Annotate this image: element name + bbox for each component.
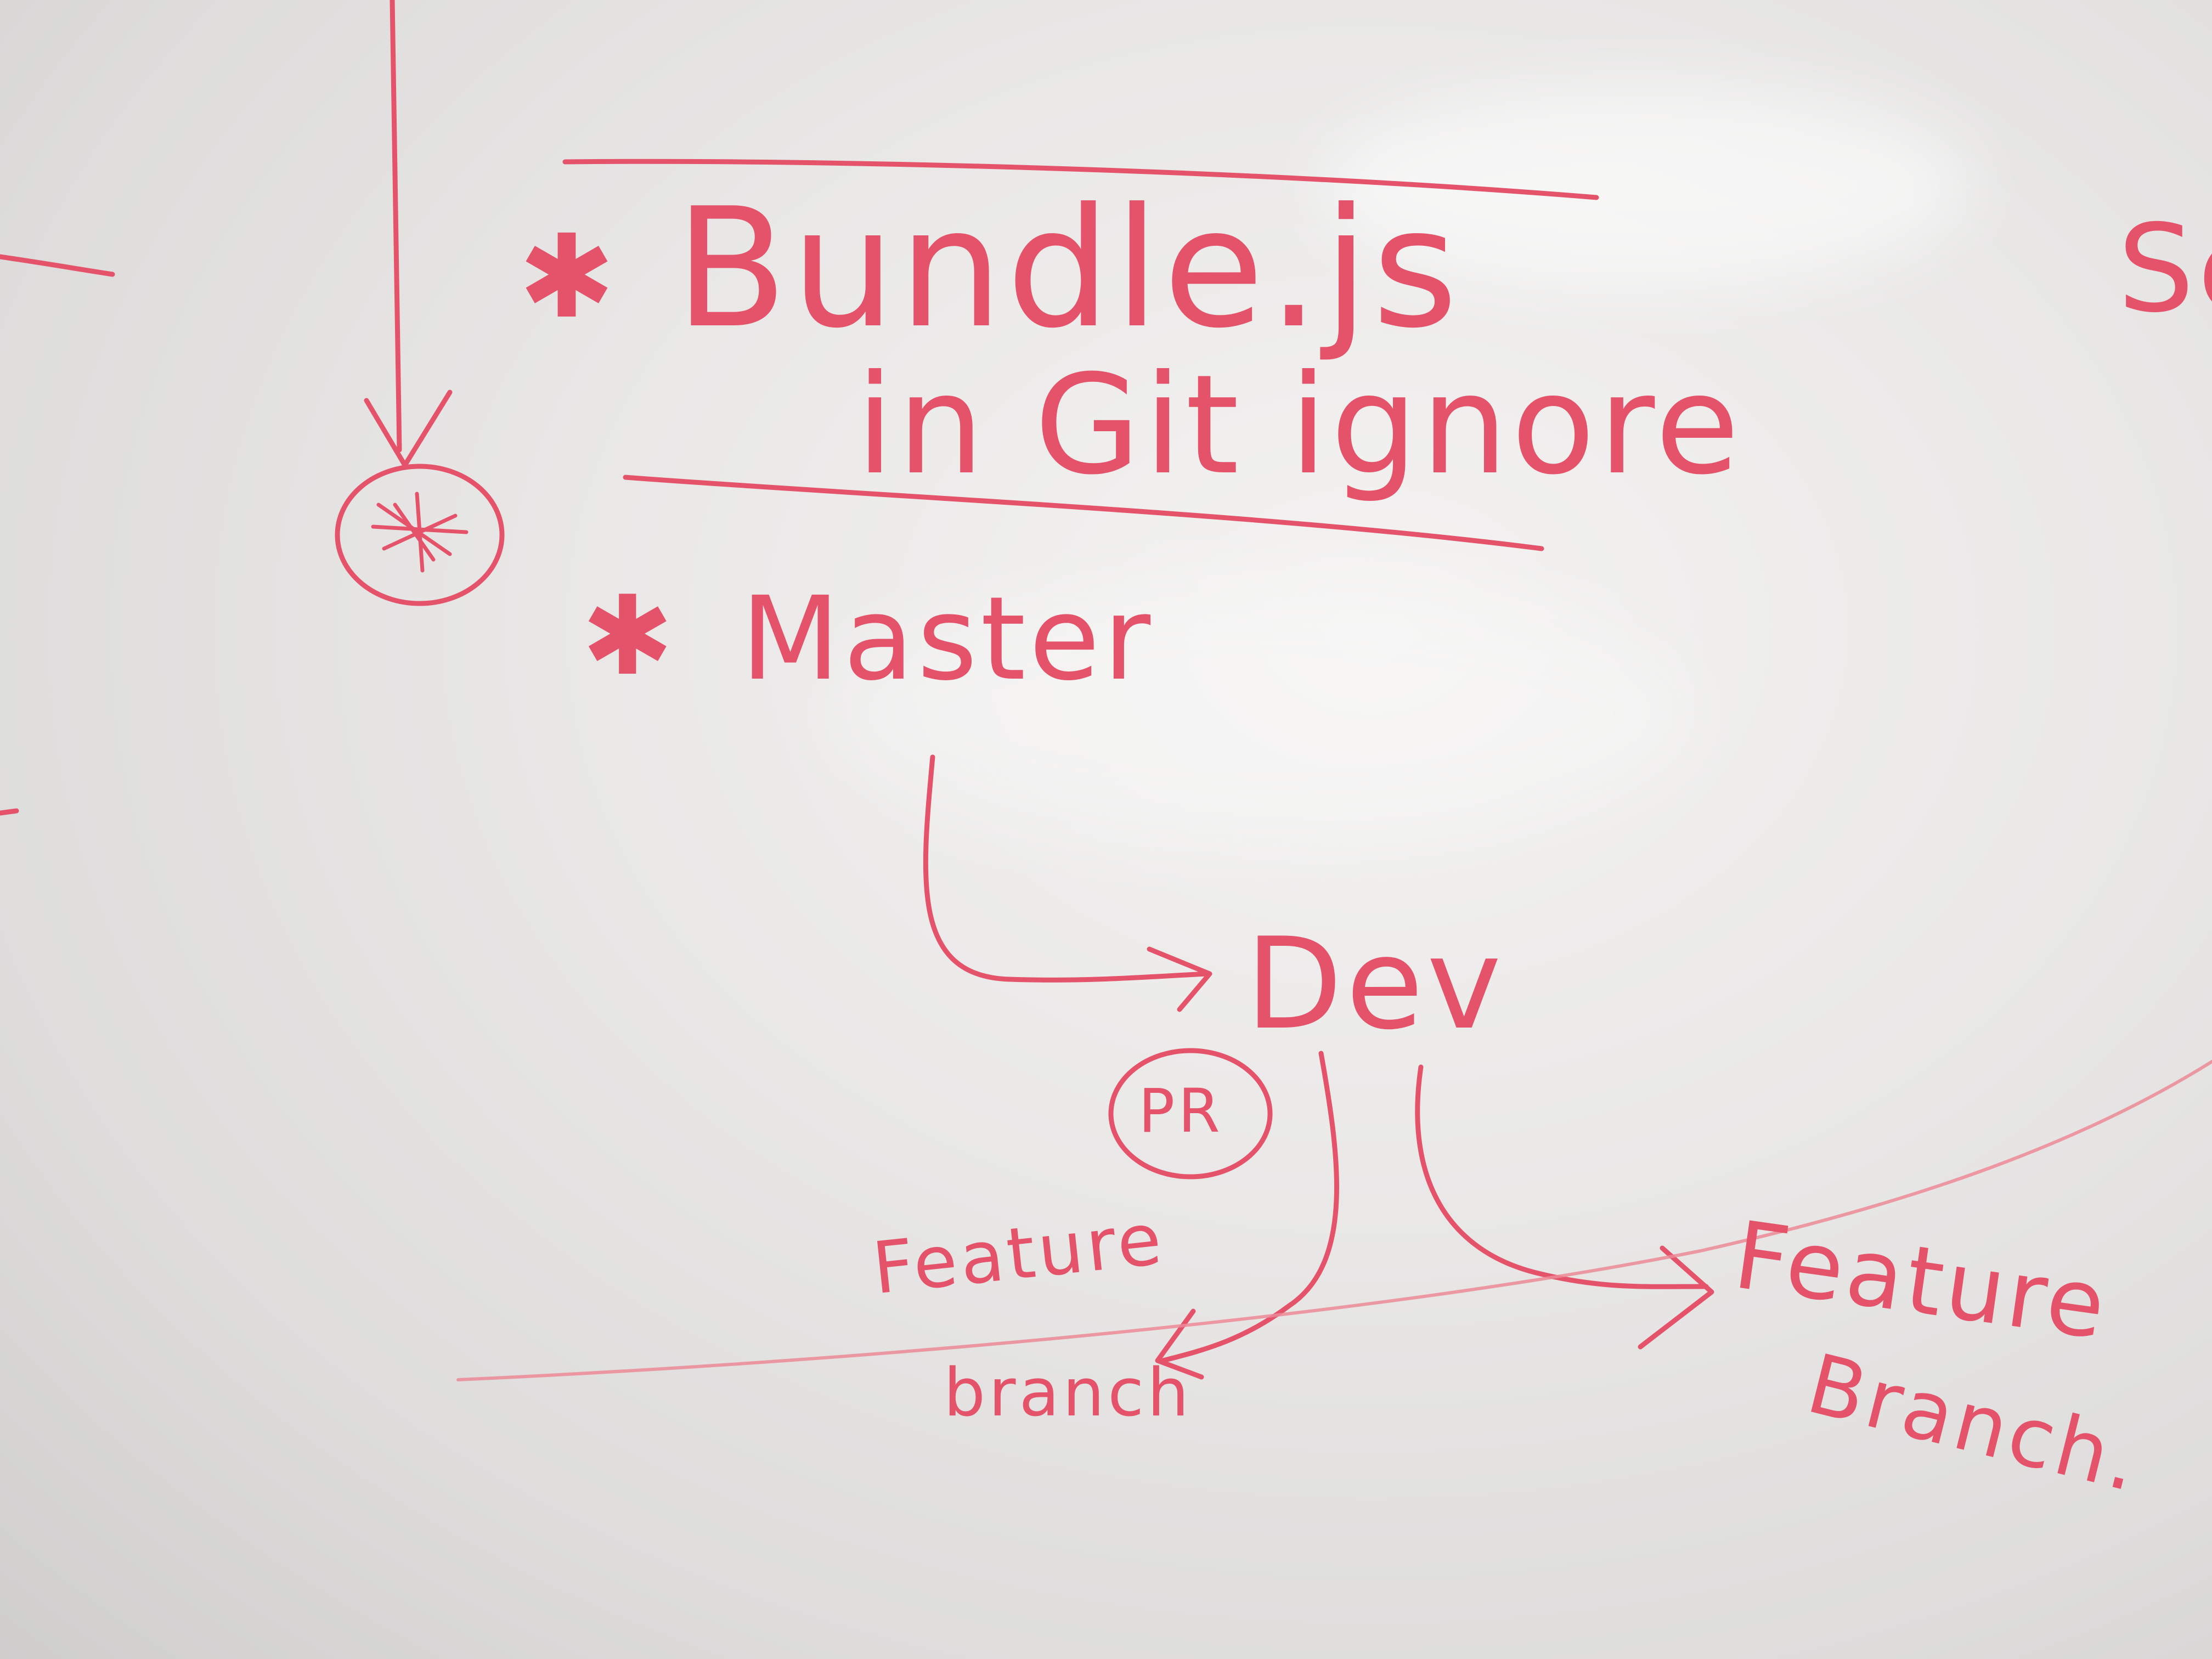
dev-to-right-branch-line: [1415, 1064, 1709, 1289]
bundle-bullet: ✱: [518, 210, 615, 344]
left-edge-line: [0, 254, 115, 277]
faint-baseline: [456, 1060, 2212, 1381]
master-to-dev-arrowhead: [1147, 946, 1212, 1012]
vertical-connector-line: [390, 0, 402, 453]
pr-circle: [1108, 1048, 1273, 1180]
dev-to-left-branch-line: [1160, 1051, 1339, 1363]
left-edge-tick: [0, 808, 19, 816]
master-bullet: ✱: [582, 572, 674, 700]
top-rule-line: [562, 159, 1599, 200]
edge-fragment-label: Se: [2118, 199, 2212, 339]
down-arrowhead: [364, 390, 453, 468]
left-branch-label: branch: [944, 1355, 1193, 1431]
scribble-circled-bullet: [371, 492, 469, 573]
master-to-dev-arrow: [923, 754, 1210, 983]
bundle-js-label: Bundle.js: [675, 173, 1462, 364]
dev-label: Dev: [1245, 911, 1505, 1058]
right-branch-arrowhead: [1638, 1245, 1714, 1350]
left-branch-arrowhead: [1155, 1308, 1204, 1380]
master-label: Master: [741, 572, 1154, 706]
light-glare: [823, 576, 1701, 850]
circle-outline: [335, 464, 505, 606]
gitignore-label: in Git ignore: [856, 345, 1743, 505]
gitignore-underline: [623, 475, 1544, 551]
pr-label: PR: [1138, 1076, 1223, 1146]
